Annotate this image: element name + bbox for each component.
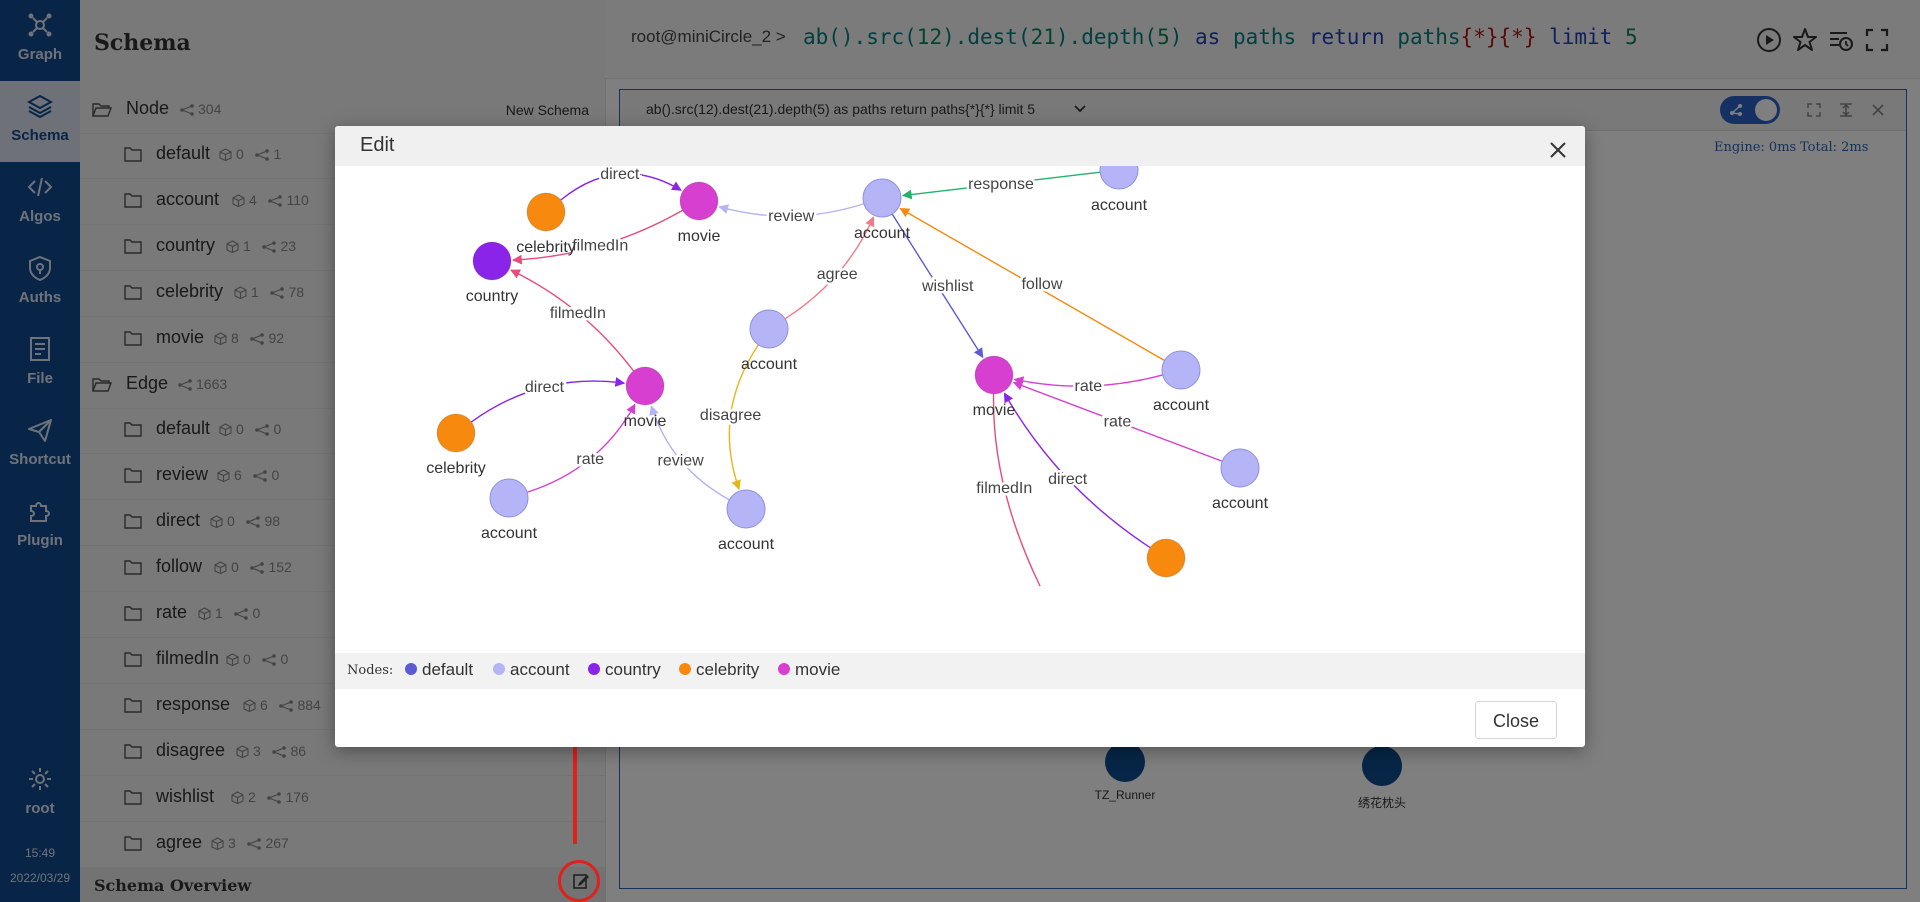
graph-edge-review[interactable]: [649, 405, 730, 501]
graph-edge-direct[interactable]: [1003, 392, 1151, 549]
graph-node-label: account: [1153, 397, 1210, 414]
legend-dot: [679, 663, 691, 675]
graph-edge-label: direct: [600, 166, 640, 183]
graph-node-account[interactable]: [749, 309, 789, 349]
graph-edge-rate[interactable]: [526, 403, 636, 493]
graph-node-label: account: [481, 525, 538, 542]
legend-dot: [405, 663, 417, 675]
graph-edge-follow[interactable]: [899, 207, 1165, 362]
graph-edge-label: review: [768, 208, 815, 225]
legend-dot: [493, 663, 505, 675]
graph-node-label: account: [718, 536, 775, 553]
graph-edge-response[interactable]: [901, 171, 1101, 200]
graph-edge-direct[interactable]: [560, 173, 682, 201]
legend-label: country: [605, 660, 661, 679]
graph-node-label: movie: [624, 413, 667, 430]
graph-edge-label: rate: [576, 451, 604, 468]
graph-node-account[interactable]: [1099, 166, 1139, 190]
graph-edge-label: agree: [817, 266, 858, 283]
dialog-title: Edit: [360, 134, 395, 156]
graph-edge-label: rate: [1104, 414, 1132, 431]
annotation-circle: [558, 860, 600, 902]
node-legend: Nodes: default account country celebrity…: [335, 653, 1585, 689]
legend-item-celebrity[interactable]: celebrity: [679, 660, 759, 680]
graph-edge-label: review: [658, 452, 705, 469]
graph-edge-label: disagree: [700, 407, 761, 424]
legend-label: movie: [795, 660, 841, 679]
graph-node-celebrity[interactable]: [436, 413, 476, 453]
dialog-header: Edit: [335, 126, 1585, 166]
graph-node-label: celebrity: [426, 460, 486, 477]
legend-label: default: [422, 660, 474, 679]
graph-edge-rate[interactable]: [1012, 380, 1223, 462]
graph-node-movie[interactable]: [625, 366, 665, 406]
graph-edge-label: filmedIn: [572, 238, 628, 255]
legend-item-account[interactable]: account: [493, 660, 570, 680]
graph-node-label: country: [466, 288, 518, 305]
legend-dot: [588, 663, 600, 675]
graph-edge-agree[interactable]: [784, 216, 875, 320]
graph-node-movie[interactable]: [974, 355, 1014, 395]
legend-item-default[interactable]: default: [405, 660, 473, 680]
graph-node-label: movie: [678, 228, 721, 245]
schema-graph-canvas[interactable]: direct filmedIn review response agree wishlis…: [335, 166, 1585, 653]
graph-node-label: account: [854, 225, 911, 242]
edit-dialog: Edit direct filmedIn review response agree wi…: [335, 126, 1585, 747]
close-button[interactable]: Close: [1475, 701, 1557, 739]
graph-edge-label: response: [968, 176, 1034, 193]
graph-node-account[interactable]: [862, 178, 902, 218]
graph-edge-label: filmedIn: [976, 480, 1032, 497]
graph-edge-label: filmedIn: [550, 305, 606, 322]
graph-node-label: celebrity: [516, 239, 576, 256]
graph-node-account[interactable]: [726, 489, 766, 529]
close-icon[interactable]: [1550, 142, 1566, 158]
graph-node-movie[interactable]: [679, 181, 719, 221]
graph-edge-label: rate: [1075, 378, 1103, 395]
legend-item-country[interactable]: country: [588, 660, 661, 680]
legend-dot: [778, 663, 790, 675]
graph-edge-direct[interactable]: [471, 377, 626, 423]
legend-title: Nodes:: [347, 663, 394, 678]
graph-edge-filmedin[interactable]: [511, 209, 683, 265]
legend-label: celebrity: [696, 660, 760, 679]
graph-edge-disagree[interactable]: [728, 344, 759, 491]
graph-node-celebrity[interactable]: [1146, 538, 1186, 578]
graph-node-label: account: [1212, 495, 1269, 512]
graph-edge-filmedin[interactable]: [992, 393, 1041, 587]
graph-edge-label: direct: [525, 379, 565, 396]
graph-edge-review[interactable]: [718, 203, 865, 217]
graph-node-account[interactable]: [1220, 448, 1260, 488]
legend-label: account: [510, 660, 570, 679]
graph-node-label: account: [1091, 197, 1148, 214]
graph-edge-wishlist[interactable]: [891, 213, 984, 359]
graph-node-label: account: [741, 356, 798, 373]
graph-node-label: movie: [973, 402, 1016, 419]
graph-edge-label: follow: [1021, 276, 1062, 293]
graph-edge-filmedin[interactable]: [510, 269, 635, 372]
legend-item-movie[interactable]: movie: [778, 660, 840, 680]
graph-node-country[interactable]: [472, 241, 512, 281]
graph-node-account[interactable]: [1161, 350, 1201, 390]
graph-node-account[interactable]: [489, 478, 529, 518]
graph-edge-label: direct: [1048, 471, 1088, 488]
graph-edge-rate[interactable]: [1013, 374, 1163, 387]
graph-node-celebrity[interactable]: [526, 192, 566, 232]
graph-edge-label: wishlist: [921, 278, 974, 295]
